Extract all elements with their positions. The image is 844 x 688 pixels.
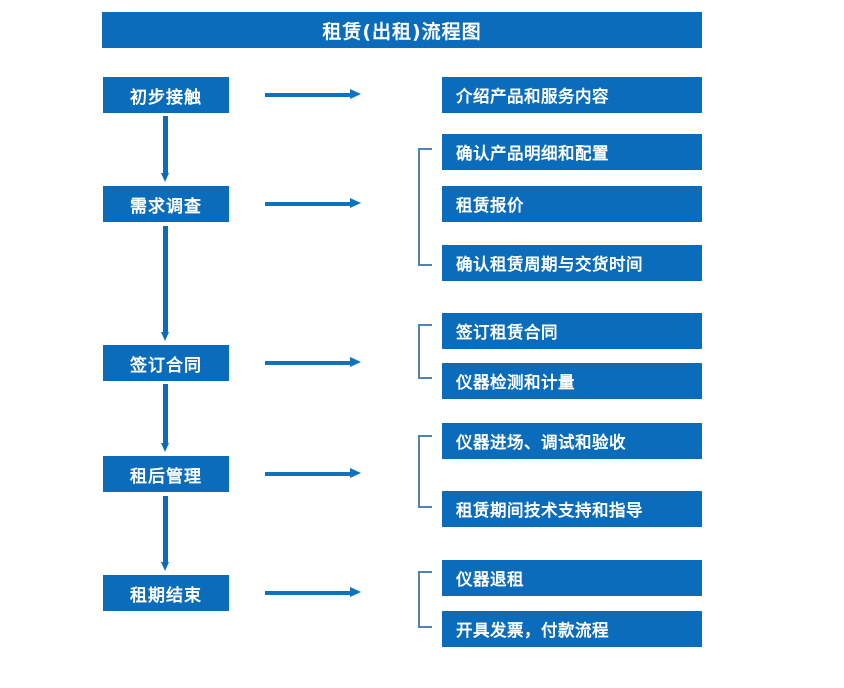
flow-arrow-down-1-2 xyxy=(161,116,170,182)
flow-arrow-right-1 xyxy=(265,89,361,100)
stage-box-3[interactable]: 签订合同 xyxy=(103,345,229,381)
detail-box-3-1[interactable]: 签订租赁合同 xyxy=(442,313,702,349)
flow-arrow-right-3 xyxy=(265,357,361,368)
detail-box-5-1[interactable]: 仪器退租 xyxy=(442,560,702,596)
detail-box-1-1[interactable]: 介绍产品和服务内容 xyxy=(442,77,702,113)
flow-arrow-down-4-5 xyxy=(161,496,170,571)
group-bracket-2 xyxy=(418,148,432,266)
flow-arrow-down-2-3 xyxy=(161,226,170,341)
flow-arrow-right-5 xyxy=(265,587,361,598)
stage-box-1[interactable]: 初步接触 xyxy=(103,77,229,113)
group-bracket-3 xyxy=(418,324,432,379)
stage-box-4[interactable]: 租后管理 xyxy=(103,456,229,492)
detail-box-3-2[interactable]: 仪器检测和计量 xyxy=(442,363,702,399)
flow-arrow-right-4 xyxy=(265,468,361,479)
group-bracket-5 xyxy=(418,571,432,628)
diagram-title: 租赁(出租)流程图 xyxy=(102,12,702,48)
group-bracket-4 xyxy=(418,435,432,508)
detail-box-2-3[interactable]: 确认租赁周期与交货时间 xyxy=(442,245,702,281)
detail-box-4-1[interactable]: 仪器进场、调试和验收 xyxy=(442,423,702,459)
detail-box-4-2[interactable]: 租赁期间技术支持和指导 xyxy=(442,491,702,527)
flow-arrow-down-3-4 xyxy=(161,384,170,452)
detail-box-2-1[interactable]: 确认产品明细和配置 xyxy=(442,134,702,170)
detail-box-5-2[interactable]: 开具发票，付款流程 xyxy=(442,611,702,647)
stage-box-5[interactable]: 租期结束 xyxy=(103,575,229,611)
flow-arrow-right-2 xyxy=(265,198,361,209)
stage-box-2[interactable]: 需求调查 xyxy=(103,186,229,222)
detail-box-2-2[interactable]: 租赁报价 xyxy=(442,186,702,222)
